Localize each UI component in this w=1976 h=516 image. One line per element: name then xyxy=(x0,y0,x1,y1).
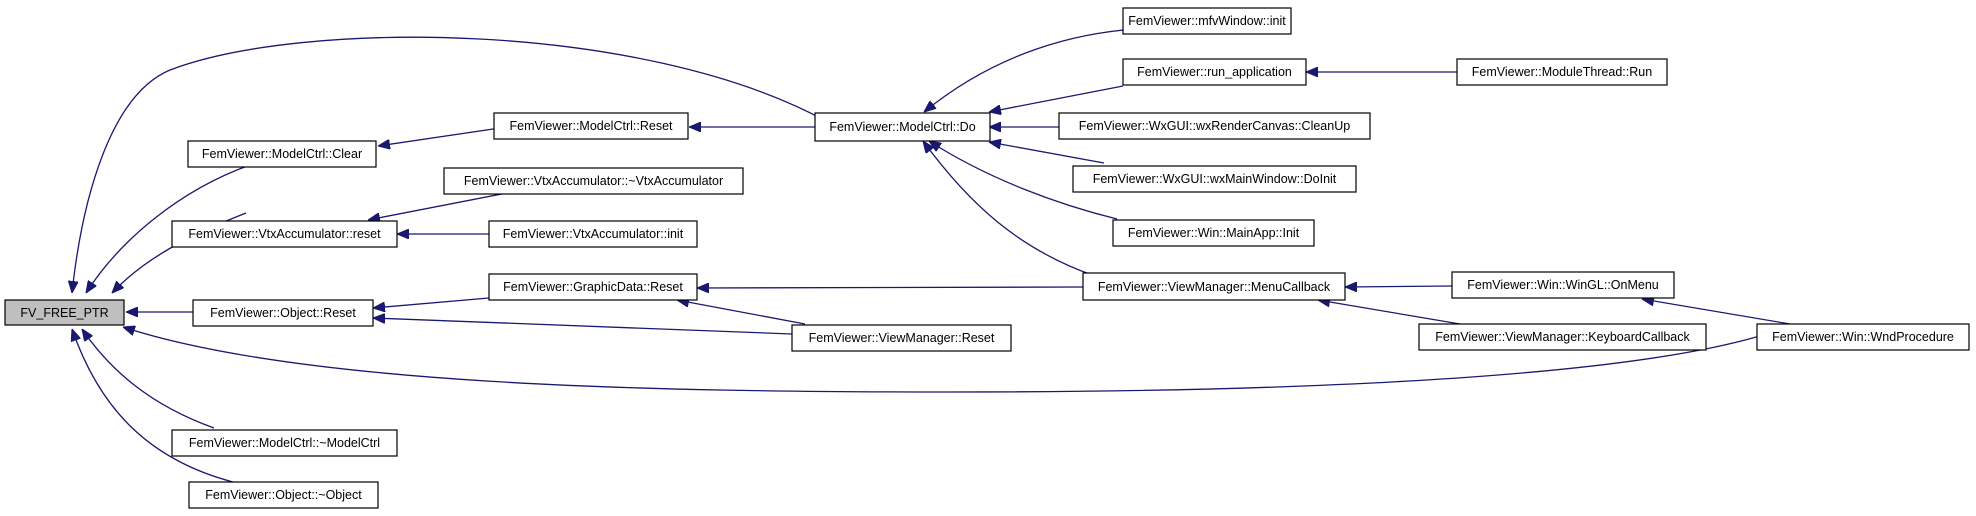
svg-text:FemViewer::WxGUI::wxMainWindow: FemViewer::WxGUI::wxMainWindow::DoInit xyxy=(1093,172,1337,186)
svg-text:FemViewer::ModelCtrl::Reset: FemViewer::ModelCtrl::Reset xyxy=(509,119,673,133)
svg-text:FemViewer::run_application: FemViewer::run_application xyxy=(1137,65,1292,79)
node-vtxacc-dtor[interactable]: FemViewer::VtxAccumulator::~VtxAccumulat… xyxy=(443,167,744,195)
edges xyxy=(72,28,1795,483)
node-wingl-onmenu[interactable]: FemViewer::Win::WinGL::OnMenu xyxy=(1451,271,1675,299)
edge-menucallback-to-graphicdata-reset xyxy=(697,287,1084,288)
node-viewmanager-keyboardcallback[interactable]: FemViewer::ViewManager::KeyboardCallback xyxy=(1418,323,1707,351)
svg-text:FemViewer::Win::WndProcedure: FemViewer::Win::WndProcedure xyxy=(1772,330,1954,344)
svg-text:FemViewer::ModelCtrl::Do: FemViewer::ModelCtrl::Do xyxy=(829,120,975,134)
node-fv-free-ptr[interactable]: FV_FREE_PTR xyxy=(4,299,125,326)
edge-wingl-onmenu-to-menucallback xyxy=(1345,286,1453,287)
edge-graphicdata-reset-to-object-reset xyxy=(373,297,490,308)
svg-text:FemViewer::ViewManager::MenuCa: FemViewer::ViewManager::MenuCallback xyxy=(1098,280,1331,294)
edge-mainapp-init-to-modelctrl-do xyxy=(929,141,1118,220)
edge-wxmainwindow-doinit-to-modelctrl-do xyxy=(989,142,1105,164)
svg-text:FV_FREE_PTR: FV_FREE_PTR xyxy=(20,306,108,320)
edge-modelctrl-clear-to-fv-free-ptr xyxy=(86,164,251,293)
svg-text:FemViewer::GraphicData::Reset: FemViewer::GraphicData::Reset xyxy=(503,280,683,294)
node-wxrendercanvas-cleanup[interactable]: FemViewer::WxGUI::wxRenderCanvas::CleanU… xyxy=(1058,112,1371,140)
node-modulethread-run[interactable]: FemViewer::ModuleThread::Run xyxy=(1456,58,1668,86)
edge-vtxacc-dtor-to-vtxacc-reset xyxy=(368,191,513,220)
node-object-dtor[interactable]: FemViewer::Object::~Object xyxy=(188,481,379,509)
node-object-reset[interactable]: FemViewer::Object::Reset xyxy=(192,299,374,327)
svg-text:FemViewer::mfvWindow::init: FemViewer::mfvWindow::init xyxy=(1128,14,1286,28)
node-wndprocedure[interactable]: FemViewer::Win::WndProcedure xyxy=(1756,323,1970,351)
edge-wndprocedure-to-fv-free-ptr xyxy=(123,323,1795,393)
edge-mfvwindow-init-to-modelctrl-do xyxy=(924,28,1136,112)
nodes: FV_FREE_PTR FemViewer::ModelCtrl::Clear … xyxy=(4,7,1970,509)
svg-text:FemViewer::ViewManager::Reset: FemViewer::ViewManager::Reset xyxy=(809,331,995,345)
svg-text:FemViewer::ModelCtrl::Clear: FemViewer::ModelCtrl::Clear xyxy=(202,147,362,161)
svg-text:FemViewer::ViewManager::Keyboa: FemViewer::ViewManager::KeyboardCallback xyxy=(1435,330,1690,344)
svg-text:FemViewer::Object::~Object: FemViewer::Object::~Object xyxy=(205,488,362,502)
node-modelctrl-reset[interactable]: FemViewer::ModelCtrl::Reset xyxy=(493,112,689,140)
node-mfvwindow-init[interactable]: FemViewer::mfvWindow::init xyxy=(1122,7,1292,35)
edge-modelctrl-dtor-to-fv-free-ptr xyxy=(82,329,215,429)
edge-modelctrl-reset-to-modelctrl-clear xyxy=(378,127,501,146)
edge-keyboardcallback-to-menucallback xyxy=(1318,300,1461,325)
node-wxmainwindow-doinit[interactable]: FemViewer::WxGUI::wxMainWindow::DoInit xyxy=(1072,165,1357,193)
edge-object-dtor-to-fv-free-ptr xyxy=(72,329,234,483)
node-modelctrl-clear[interactable]: FemViewer::ModelCtrl::Clear xyxy=(187,140,377,168)
edge-viewmanager-reset-to-object-reset xyxy=(373,318,793,335)
edge-modelctrl-do-to-fv-free-ptr xyxy=(72,36,827,293)
node-modelctrl-dtor[interactable]: FemViewer::ModelCtrl::~ModelCtrl xyxy=(171,429,398,457)
edge-wndprocedure-to-wingl-onmenu xyxy=(1642,299,1791,325)
node-mainapp-init[interactable]: FemViewer::Win::MainApp::Init xyxy=(1112,219,1315,247)
node-viewmanager-reset[interactable]: FemViewer::ViewManager::Reset xyxy=(791,324,1012,352)
node-modelctrl-do[interactable]: FemViewer::ModelCtrl::Do xyxy=(814,112,991,142)
svg-text:FemViewer::VtxAccumulator::ini: FemViewer::VtxAccumulator::init xyxy=(503,227,684,241)
svg-text:FemViewer::VtxAccumulator::res: FemViewer::VtxAccumulator::reset xyxy=(188,227,381,241)
svg-text:FemViewer::Win::WinGL::OnMenu: FemViewer::Win::WinGL::OnMenu xyxy=(1467,278,1659,292)
edge-run-application-to-modelctrl-do xyxy=(989,85,1124,112)
node-graphicdata-reset[interactable]: FemViewer::GraphicData::Reset xyxy=(488,273,698,301)
svg-text:FemViewer::Win::MainApp::Init: FemViewer::Win::MainApp::Init xyxy=(1128,226,1300,240)
edge-menucallback-to-modelctrl-do xyxy=(923,141,1096,277)
node-viewmanager-menucallback[interactable]: FemViewer::ViewManager::MenuCallback xyxy=(1082,272,1346,301)
edge-viewmanager-reset-to-graphicdata-reset xyxy=(677,300,806,325)
svg-text:FemViewer::Object::Reset: FemViewer::Object::Reset xyxy=(210,306,356,320)
node-vtxacc-reset[interactable]: FemViewer::VtxAccumulator::reset xyxy=(171,220,398,248)
svg-text:FemViewer::ModuleThread::Run: FemViewer::ModuleThread::Run xyxy=(1472,65,1652,79)
svg-text:FemViewer::VtxAccumulator::~Vt: FemViewer::VtxAccumulator::~VtxAccumulat… xyxy=(464,174,723,188)
node-run-application[interactable]: FemViewer::run_application xyxy=(1122,58,1307,86)
svg-text:FemViewer::WxGUI::wxRenderCanv: FemViewer::WxGUI::wxRenderCanvas::CleanU… xyxy=(1079,119,1350,133)
svg-text:FemViewer::ModelCtrl::~ModelCt: FemViewer::ModelCtrl::~ModelCtrl xyxy=(189,436,380,450)
node-vtxacc-init[interactable]: FemViewer::VtxAccumulator::init xyxy=(488,220,698,248)
